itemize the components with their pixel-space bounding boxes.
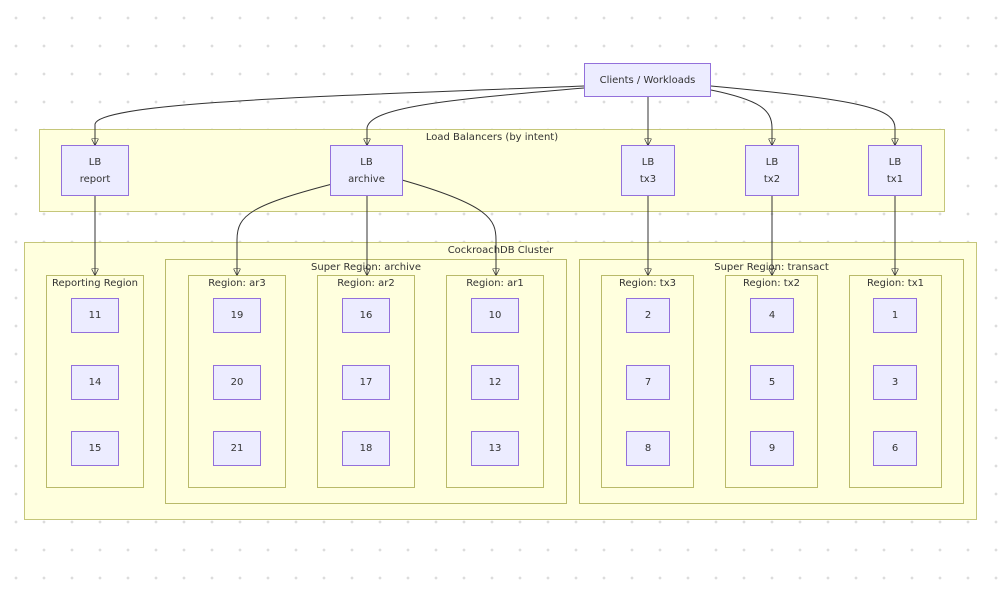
lb-tx1-line2: tx1 bbox=[886, 173, 904, 185]
edge-clients-lb-archive bbox=[367, 87, 585, 145]
db-node: 1 bbox=[873, 298, 917, 333]
edge-clients-lb-report bbox=[95, 85, 585, 145]
region-tx2-title: Region: tx2 bbox=[743, 278, 800, 289]
db-node: 11 bbox=[71, 298, 119, 333]
db-node: 14 bbox=[71, 365, 119, 400]
db-node: 13 bbox=[471, 431, 519, 466]
edge-clients-lb-tx1 bbox=[710, 85, 895, 145]
region-tx1-title: Region: tx1 bbox=[867, 278, 924, 289]
db-node: 3 bbox=[873, 365, 917, 400]
lb-tx3-line2: tx3 bbox=[639, 173, 657, 185]
lb-tx3-line1: LB bbox=[641, 156, 655, 168]
cluster-title: CockroachDB Cluster bbox=[447, 245, 554, 256]
db-node: 16 bbox=[342, 298, 390, 333]
db-node: 9 bbox=[750, 431, 794, 466]
lb-tx1-line1: LB bbox=[888, 156, 902, 168]
super-region-archive-title: Super Region: archive bbox=[311, 262, 421, 273]
clients-workloads-label: Clients / Workloads bbox=[599, 74, 696, 86]
region-ar3-title: Region: ar3 bbox=[208, 278, 266, 289]
lb-report-node: LB report bbox=[61, 145, 129, 196]
lb-tx3-node: LB tx3 bbox=[621, 145, 675, 196]
db-node: 6 bbox=[873, 431, 917, 466]
lb-tx1-node: LB tx1 bbox=[868, 145, 922, 196]
edge-lb-archive-ar1 bbox=[401, 179, 496, 275]
lb-tx2-line2: tx2 bbox=[763, 173, 781, 185]
lb-archive-line1: LB bbox=[360, 156, 373, 168]
db-node: 10 bbox=[471, 298, 519, 333]
db-node: 12 bbox=[471, 365, 519, 400]
lb-tx2-node: LB tx2 bbox=[745, 145, 799, 196]
db-node: 21 bbox=[213, 431, 261, 466]
region-tx3-title: Region: tx3 bbox=[619, 278, 676, 289]
db-node: 5 bbox=[750, 365, 794, 400]
db-node: 8 bbox=[626, 431, 670, 466]
lb-tx2-line1: LB bbox=[765, 156, 779, 168]
region-ar2-title: Region: ar2 bbox=[337, 278, 395, 289]
region-ar1-title: Region: ar1 bbox=[466, 278, 524, 289]
super-region-transact-title: Super Region: transact bbox=[714, 262, 829, 273]
db-node: 4 bbox=[750, 298, 794, 333]
db-node: 19 bbox=[213, 298, 261, 333]
load-balancers-title: Load Balancers (by intent) bbox=[425, 132, 559, 143]
region-reporting-title: Reporting Region bbox=[51, 278, 139, 289]
db-node: 2 bbox=[626, 298, 670, 333]
db-node: 15 bbox=[71, 431, 119, 466]
lb-report-line2: report bbox=[79, 173, 111, 185]
edge-lb-archive-ar3 bbox=[237, 181, 341, 275]
edge-clients-lb-tx2 bbox=[710, 89, 772, 145]
db-node: 7 bbox=[626, 365, 670, 400]
lb-archive-node: LB archive bbox=[330, 145, 403, 196]
db-node: 18 bbox=[342, 431, 390, 466]
db-node: 20 bbox=[213, 365, 261, 400]
lb-archive-line2: archive bbox=[348, 173, 385, 185]
clients-workloads-node: Clients / Workloads bbox=[584, 63, 711, 97]
lb-report-line1: LB bbox=[88, 156, 102, 168]
db-node: 17 bbox=[342, 365, 390, 400]
